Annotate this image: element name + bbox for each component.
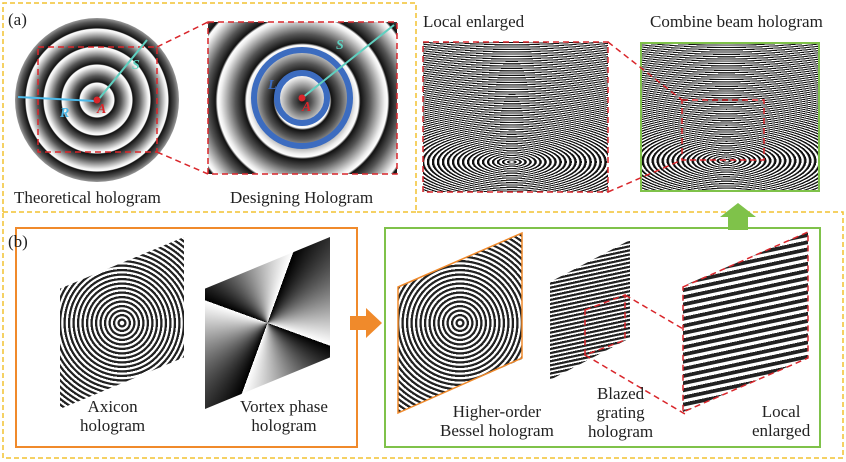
zoom-rect-combine: [681, 99, 765, 161]
local-enlarged-image: [423, 42, 608, 192]
symbol-R: R: [60, 106, 70, 121]
panel-a-tag: (a): [8, 10, 27, 29]
panel-b-tag: (b): [8, 232, 28, 251]
symbol-A2: A: [302, 100, 312, 115]
symbol-A: A: [97, 102, 107, 117]
combine-beam-image: [640, 42, 820, 192]
symbol-S2: S: [336, 38, 344, 53]
green-box: [384, 227, 821, 448]
theoretical-label: Theoretical hologram: [14, 188, 161, 207]
orange-box: [15, 227, 358, 448]
symbol-S: S: [132, 58, 140, 73]
combine-beam-title: Combine beam hologram: [650, 12, 823, 31]
local-enlarged-title: Local enlarged: [423, 12, 525, 31]
orange-right-arrow: [350, 308, 382, 338]
blue-rings: [251, 47, 353, 149]
symbol-L: L: [268, 78, 277, 93]
green-up-arrow: [720, 203, 756, 230]
designing-label: Designing Hologram: [230, 188, 374, 207]
zoom-rect-theoretical: [37, 46, 158, 153]
zoom-rect-grating: [584, 293, 626, 357]
